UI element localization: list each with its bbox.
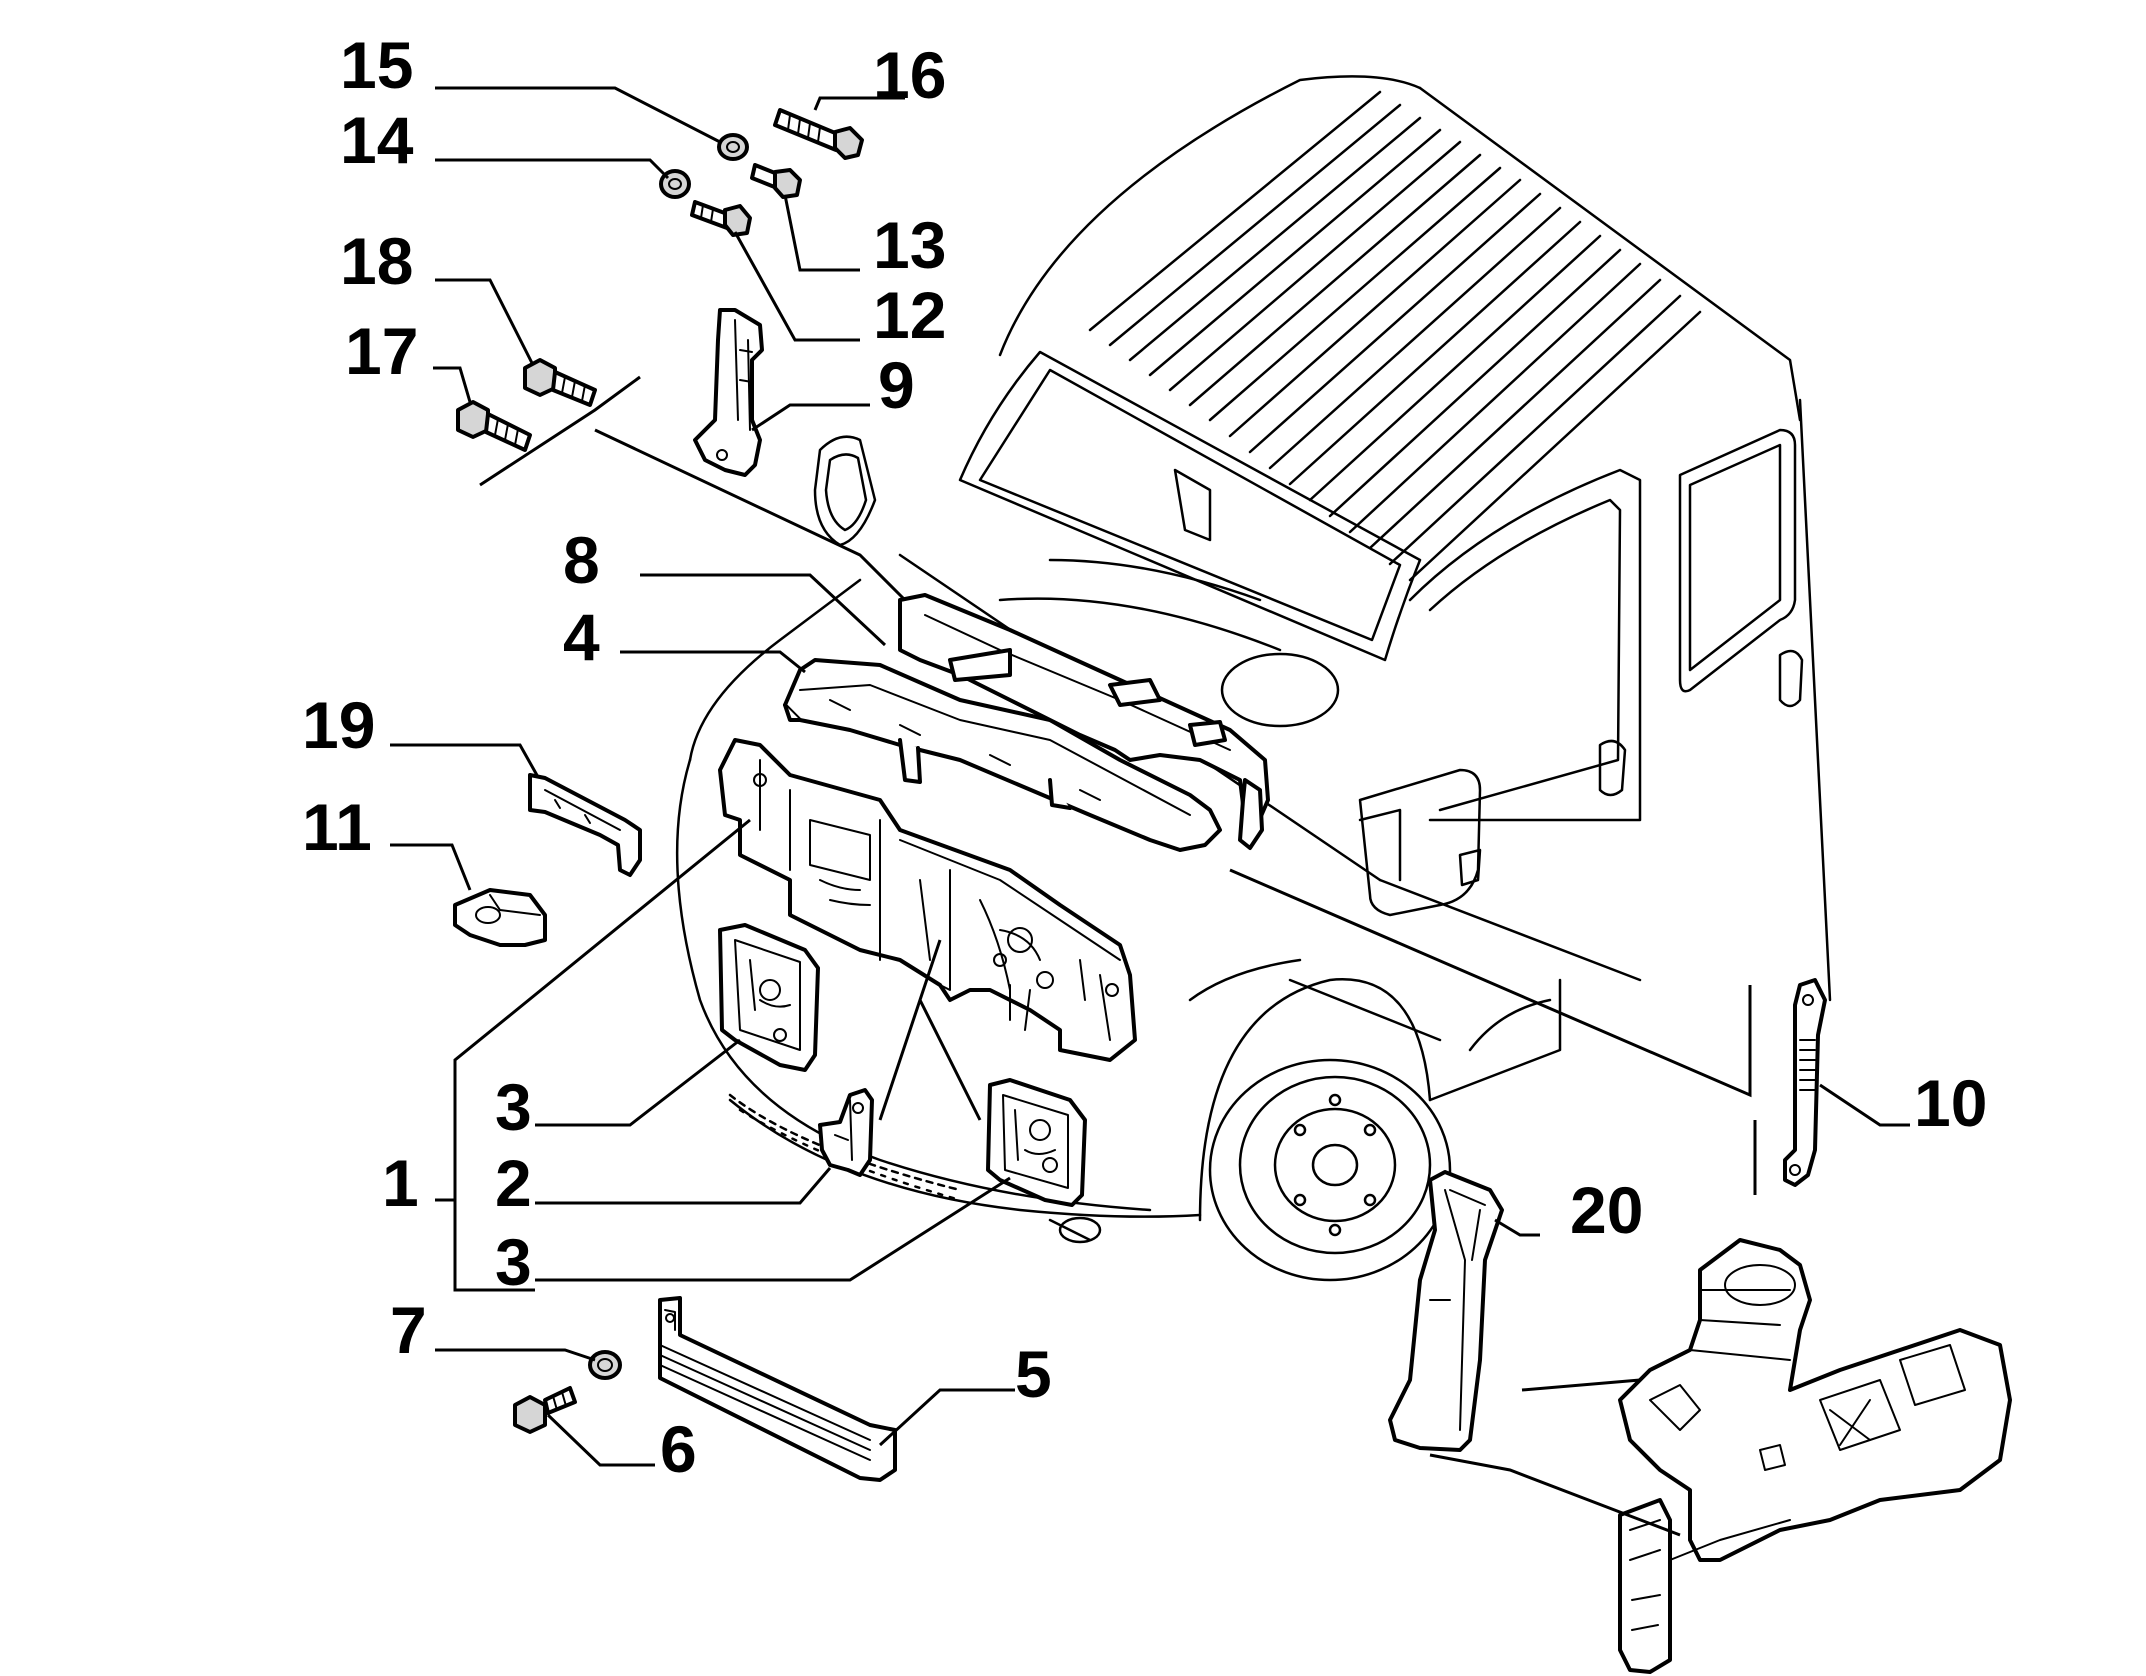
callout-10: 10	[1914, 1066, 1987, 1140]
part-5-lower-beam	[658, 1296, 897, 1482]
part-12-bolt	[690, 200, 752, 237]
roof-ribs	[1088, 90, 1702, 582]
part-4-upper-crossmember	[783, 658, 1222, 852]
part-19-bracket	[528, 773, 642, 877]
callout-19: 19	[302, 688, 375, 762]
part-6-bolt	[513, 1386, 577, 1434]
part-3-left-plate	[718, 923, 820, 1072]
callout-3-lower: 3	[495, 1225, 532, 1299]
callout-6: 6	[660, 1412, 697, 1486]
callout-2: 2	[495, 1146, 532, 1220]
part-9-bracket	[693, 308, 764, 477]
callout-20: 20	[1570, 1173, 1643, 1247]
part-1-front-panel	[718, 738, 1137, 1062]
callout-5: 5	[1015, 1337, 1052, 1411]
part-2-bracket	[818, 1088, 874, 1177]
callout-13: 13	[873, 208, 946, 282]
callout-12: 12	[873, 278, 946, 352]
part-11-bracket	[453, 888, 547, 947]
callout-11: 11	[302, 790, 372, 864]
part-15-nut	[717, 133, 749, 161]
callout-9: 9	[878, 348, 915, 422]
part-8-upper-rail	[898, 593, 1270, 850]
chassis-frame-section	[1618, 1238, 2012, 1674]
callout-7: 7	[390, 1293, 427, 1367]
part-3-right-plate	[986, 1078, 1087, 1207]
callout-1: 1	[382, 1146, 419, 1220]
callout-15: 15	[340, 28, 413, 102]
callout-labels: 15 16 14 13 12 18 17 9 8 4 19 11 3 2 1 3…	[302, 28, 1987, 1486]
callout-16: 16	[873, 38, 946, 112]
part-20-upright	[1388, 1170, 1504, 1452]
callout-4: 4	[563, 600, 600, 674]
callout-17: 17	[345, 314, 418, 388]
callout-18: 18	[340, 224, 413, 298]
part-16-bolt	[773, 108, 864, 160]
leader-lines	[390, 86, 1910, 1537]
callout-3-upper: 3	[495, 1070, 532, 1144]
part-18-bolt	[523, 358, 597, 407]
callout-8: 8	[563, 523, 600, 597]
part-10-strap	[1783, 978, 1827, 1187]
part-7-nut	[588, 1350, 622, 1380]
callout-14: 14	[340, 103, 414, 177]
part-17-bolt	[456, 400, 532, 452]
part-13-bolt	[750, 163, 802, 199]
